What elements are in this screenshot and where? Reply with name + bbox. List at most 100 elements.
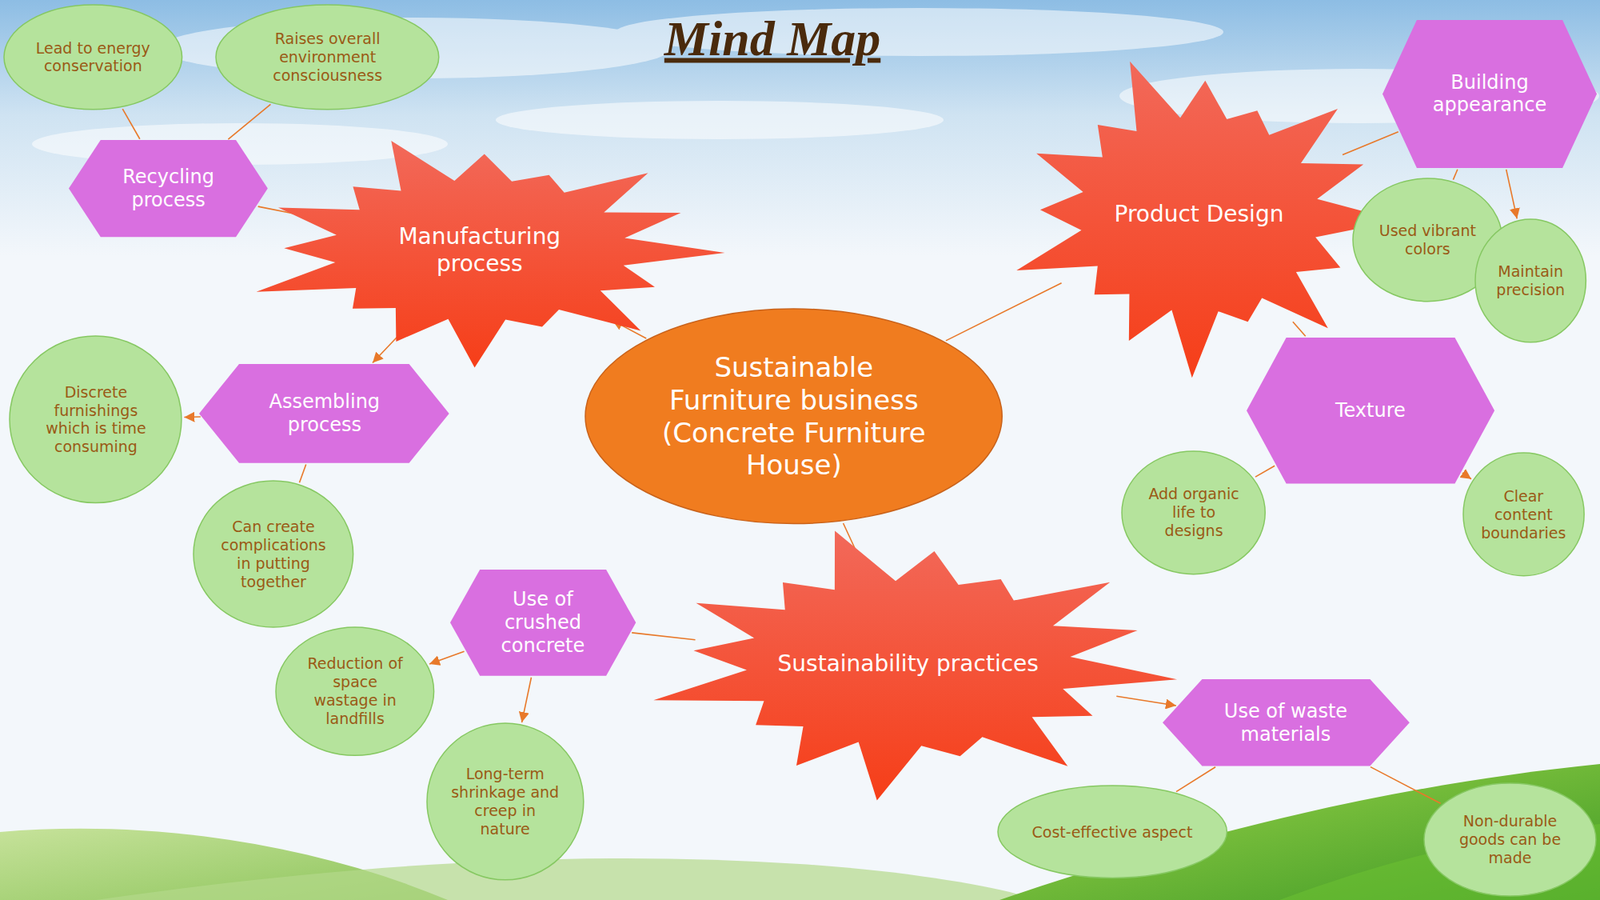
text-block: Clear content boundaries [1479, 486, 1568, 542]
connector [1292, 321, 1306, 336]
ellipse-shape [585, 308, 1002, 524]
hexagon-shape [1246, 337, 1495, 483]
middle-hill [95, 857, 1040, 900]
text-block: Product Design [1114, 200, 1285, 228]
node-text: Use of waste materials [1208, 699, 1362, 747]
node-text: Manufacturing process [357, 223, 603, 277]
text-block: Sustainability practices [778, 650, 1039, 678]
ellipse-shape [3, 4, 183, 110]
connector [1452, 169, 1457, 180]
node-text: Recycling process [106, 165, 230, 212]
connector [183, 415, 200, 418]
node-text: Sustainable Furniture business (Concrete… [655, 351, 932, 482]
idea-ellipse: Cost-effective aspect [997, 784, 1228, 878]
text-block: Assembling process [247, 390, 403, 437]
ellipse-shape [1475, 219, 1586, 343]
right-hill [999, 763, 1600, 900]
hexagon-shape [450, 569, 636, 676]
map-title: Mind Map [664, 10, 881, 68]
topic-hexagon: Texture [1246, 337, 1495, 483]
hexagon-shape [199, 363, 450, 463]
connector [429, 650, 465, 664]
connector [522, 677, 532, 723]
connector [631, 632, 695, 640]
connector [1116, 695, 1177, 706]
idea-ellipse: Reduction of space wastage in landfills [275, 626, 435, 756]
node-text: Use of crushed concrete [485, 587, 601, 657]
connector [1506, 169, 1517, 219]
text-block: Non-durable goods can be made [1447, 811, 1573, 866]
connector [1176, 766, 1216, 792]
topic-hexagon: Recycling process [68, 139, 268, 237]
starburst-shape [653, 530, 1178, 801]
text-block: Discrete furnishings which is time consu… [33, 383, 159, 456]
idea-ellipse: Add organic life to designs [1121, 450, 1266, 575]
ellipse-shape [1424, 782, 1597, 896]
idea-ellipse: Can create complications in putting toge… [192, 479, 355, 628]
idea-ellipse: Non-durable goods can be made [1423, 782, 1597, 897]
node-text: Cost-effective aspect [1032, 822, 1194, 842]
node-text: Clear content boundaries [1479, 486, 1568, 542]
node-text: Reduction of space wastage in landfills [299, 654, 411, 727]
idea-ellipse: Raises overall environment consciousness [215, 3, 440, 111]
idea-ellipse: Discrete furnishings which is time consu… [8, 335, 183, 504]
node-text: Add organic life to designs [1141, 484, 1246, 539]
node-text: Lead to energy conservation [27, 39, 158, 76]
idea-ellipse: Maintain precision [1474, 218, 1587, 344]
text-block: Recycling process [106, 165, 230, 212]
ellipse-shape [9, 335, 182, 503]
node-text: Building appearance [1423, 71, 1557, 118]
ellipse-shape [426, 722, 584, 880]
idea-ellipse: Clear content boundaries [1462, 451, 1585, 577]
hexagon-shape [1162, 678, 1410, 766]
node-text: Long-term shrinkage and creep in nature [447, 764, 562, 838]
node-text: Raises overall environment consciousness [247, 29, 409, 84]
node-text: Product Design [1114, 200, 1285, 228]
text-block: Long-term shrinkage and creep in nature [447, 764, 562, 838]
connector [227, 103, 271, 140]
text-block: Building appearance [1423, 71, 1557, 118]
connector [299, 464, 306, 483]
hexagon-shape [68, 139, 268, 237]
text-block: Maintain precision [1490, 262, 1572, 300]
ellipse-shape [215, 4, 439, 110]
connector [372, 336, 398, 364]
text-block: Can create complications in putting toge… [215, 517, 332, 591]
starburst-shape [255, 140, 725, 368]
branch-starburst: Sustainability practices [638, 525, 1179, 802]
text-block: Lead to energy conservation [27, 39, 158, 76]
text-block: Texture [1335, 399, 1406, 423]
idea-ellipse: Long-term shrinkage and creep in nature [426, 722, 585, 881]
hexagon-shape [1382, 19, 1597, 168]
node-text: Non-durable goods can be made [1447, 811, 1573, 866]
text-block: Add organic life to designs [1141, 484, 1246, 539]
topic-hexagon: Use of waste materials [1162, 678, 1410, 766]
node-text: Discrete furnishings which is time consu… [33, 383, 159, 456]
text-block: Manufacturing process [357, 223, 603, 277]
connector [122, 108, 140, 140]
starburst-shape [1016, 61, 1398, 378]
connector [1462, 472, 1472, 479]
ellipse-shape [275, 626, 435, 755]
idea-ellipse: Lead to energy conservation [3, 3, 184, 111]
node-text: Maintain precision [1490, 262, 1572, 300]
topic-hexagon: Assembling process [199, 363, 450, 463]
ellipse-shape [1463, 452, 1585, 576]
node-text: Sustainability practices [778, 650, 1039, 678]
ellipse-shape [193, 480, 354, 627]
ellipse-shape [997, 785, 1227, 878]
connector [1370, 766, 1441, 804]
ellipse-shape [1121, 450, 1265, 575]
text-block: Use of crushed concrete [485, 587, 601, 657]
node-text: Can create complications in putting toge… [215, 517, 332, 591]
text-block: Raises overall environment consciousness [247, 29, 409, 84]
connector [1255, 465, 1275, 477]
text-block: Reduction of space wastage in landfills [299, 654, 411, 727]
central-topic: Sustainable Furniture business (Concrete… [584, 307, 1003, 525]
branch-starburst: Product Design [1000, 51, 1399, 378]
connector [1342, 131, 1399, 156]
branch-starburst: Manufacturing process [235, 132, 726, 368]
